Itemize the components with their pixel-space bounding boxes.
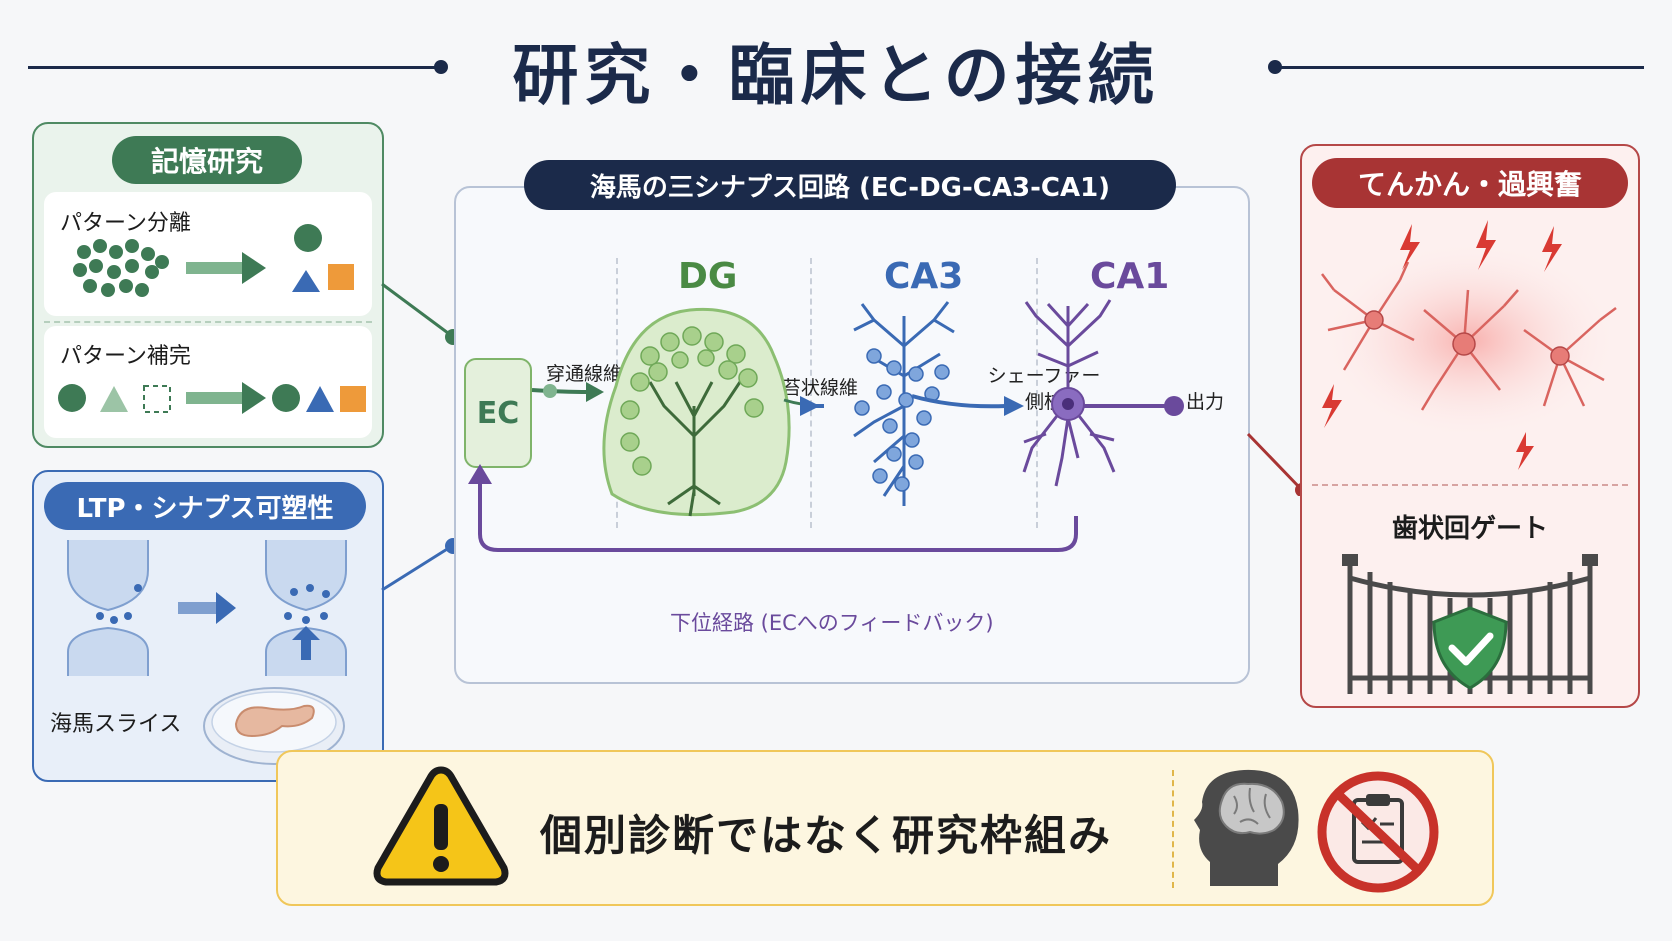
feedback-label: 下位経路 (ECへのフィードバック): [670, 611, 994, 635]
title-line-left: [28, 66, 440, 69]
perforant-path-label: 穿通線維: [546, 363, 623, 385]
page-title: 研究・臨床との接続: [512, 37, 1160, 114]
ltp-heading: LTP・シナプス可塑性: [44, 482, 366, 530]
epilepsy-panel-divider: [1312, 484, 1628, 486]
pattern-completion-card: [44, 326, 372, 438]
ca3-label: CA3: [884, 256, 964, 297]
pattern-separation-graphic: [73, 224, 354, 297]
pattern-completion-label: パターン補完: [60, 344, 191, 369]
dg-granule-cells: [620, 326, 764, 476]
brain-head-icon: [1194, 769, 1299, 886]
title-line-right: [1278, 66, 1644, 69]
dentate-gate-label: 歯状回ゲート: [1391, 514, 1548, 544]
pattern-separation-card: [44, 192, 372, 316]
hyperexcitable-neurons-graphic: [1320, 220, 1620, 470]
memory-panel-divider: [44, 321, 372, 323]
ec-label: EC: [476, 395, 520, 431]
ca1-label: CA1: [1090, 256, 1170, 297]
mossy-fiber-label: 苔状線維: [782, 377, 859, 399]
ca3-cells: [854, 348, 950, 492]
output-label: 出力: [1186, 391, 1225, 413]
epilepsy-heading: てんかん・過興奮: [1312, 158, 1628, 208]
divider-ca3-ca1: [1036, 258, 1038, 528]
shield-check-icon: [1432, 606, 1508, 690]
synapse-graphic: [67, 540, 347, 676]
left-connectors: [381, 282, 460, 592]
petri-dish-graphic: [203, 687, 345, 765]
warning-icon: [373, 766, 509, 886]
lightning-icon: [1322, 220, 1562, 470]
hippocampal-slice-label: 海馬スライス: [50, 712, 182, 737]
schaffer-label-line1: シェーファー: [987, 365, 1101, 387]
ca1-neuron: [1022, 299, 1116, 487]
warning-divider: [1172, 770, 1174, 888]
memory-research-heading: 記憶研究: [112, 136, 302, 184]
pattern-separation-label: パターン分離: [60, 211, 191, 236]
circuit-heading: 海馬の三シナプス回路 (EC-DG-CA3-CA1): [524, 160, 1176, 210]
ec-node: EC: [464, 358, 532, 468]
dg-neuron: [648, 381, 742, 517]
no-clipboard-icon: [1317, 771, 1439, 893]
title-dot-right: [1268, 60, 1282, 74]
circuit-graphic: [468, 299, 1184, 552]
divider-dg-ca3: [810, 258, 812, 528]
dg-label: DG: [678, 256, 738, 297]
gate-graphic: [1342, 554, 1598, 694]
warning-text: 個別診断ではなく研究枠組み: [540, 811, 1113, 860]
title-dot-left: [434, 60, 448, 74]
pattern-completion-graphic: [58, 382, 366, 414]
